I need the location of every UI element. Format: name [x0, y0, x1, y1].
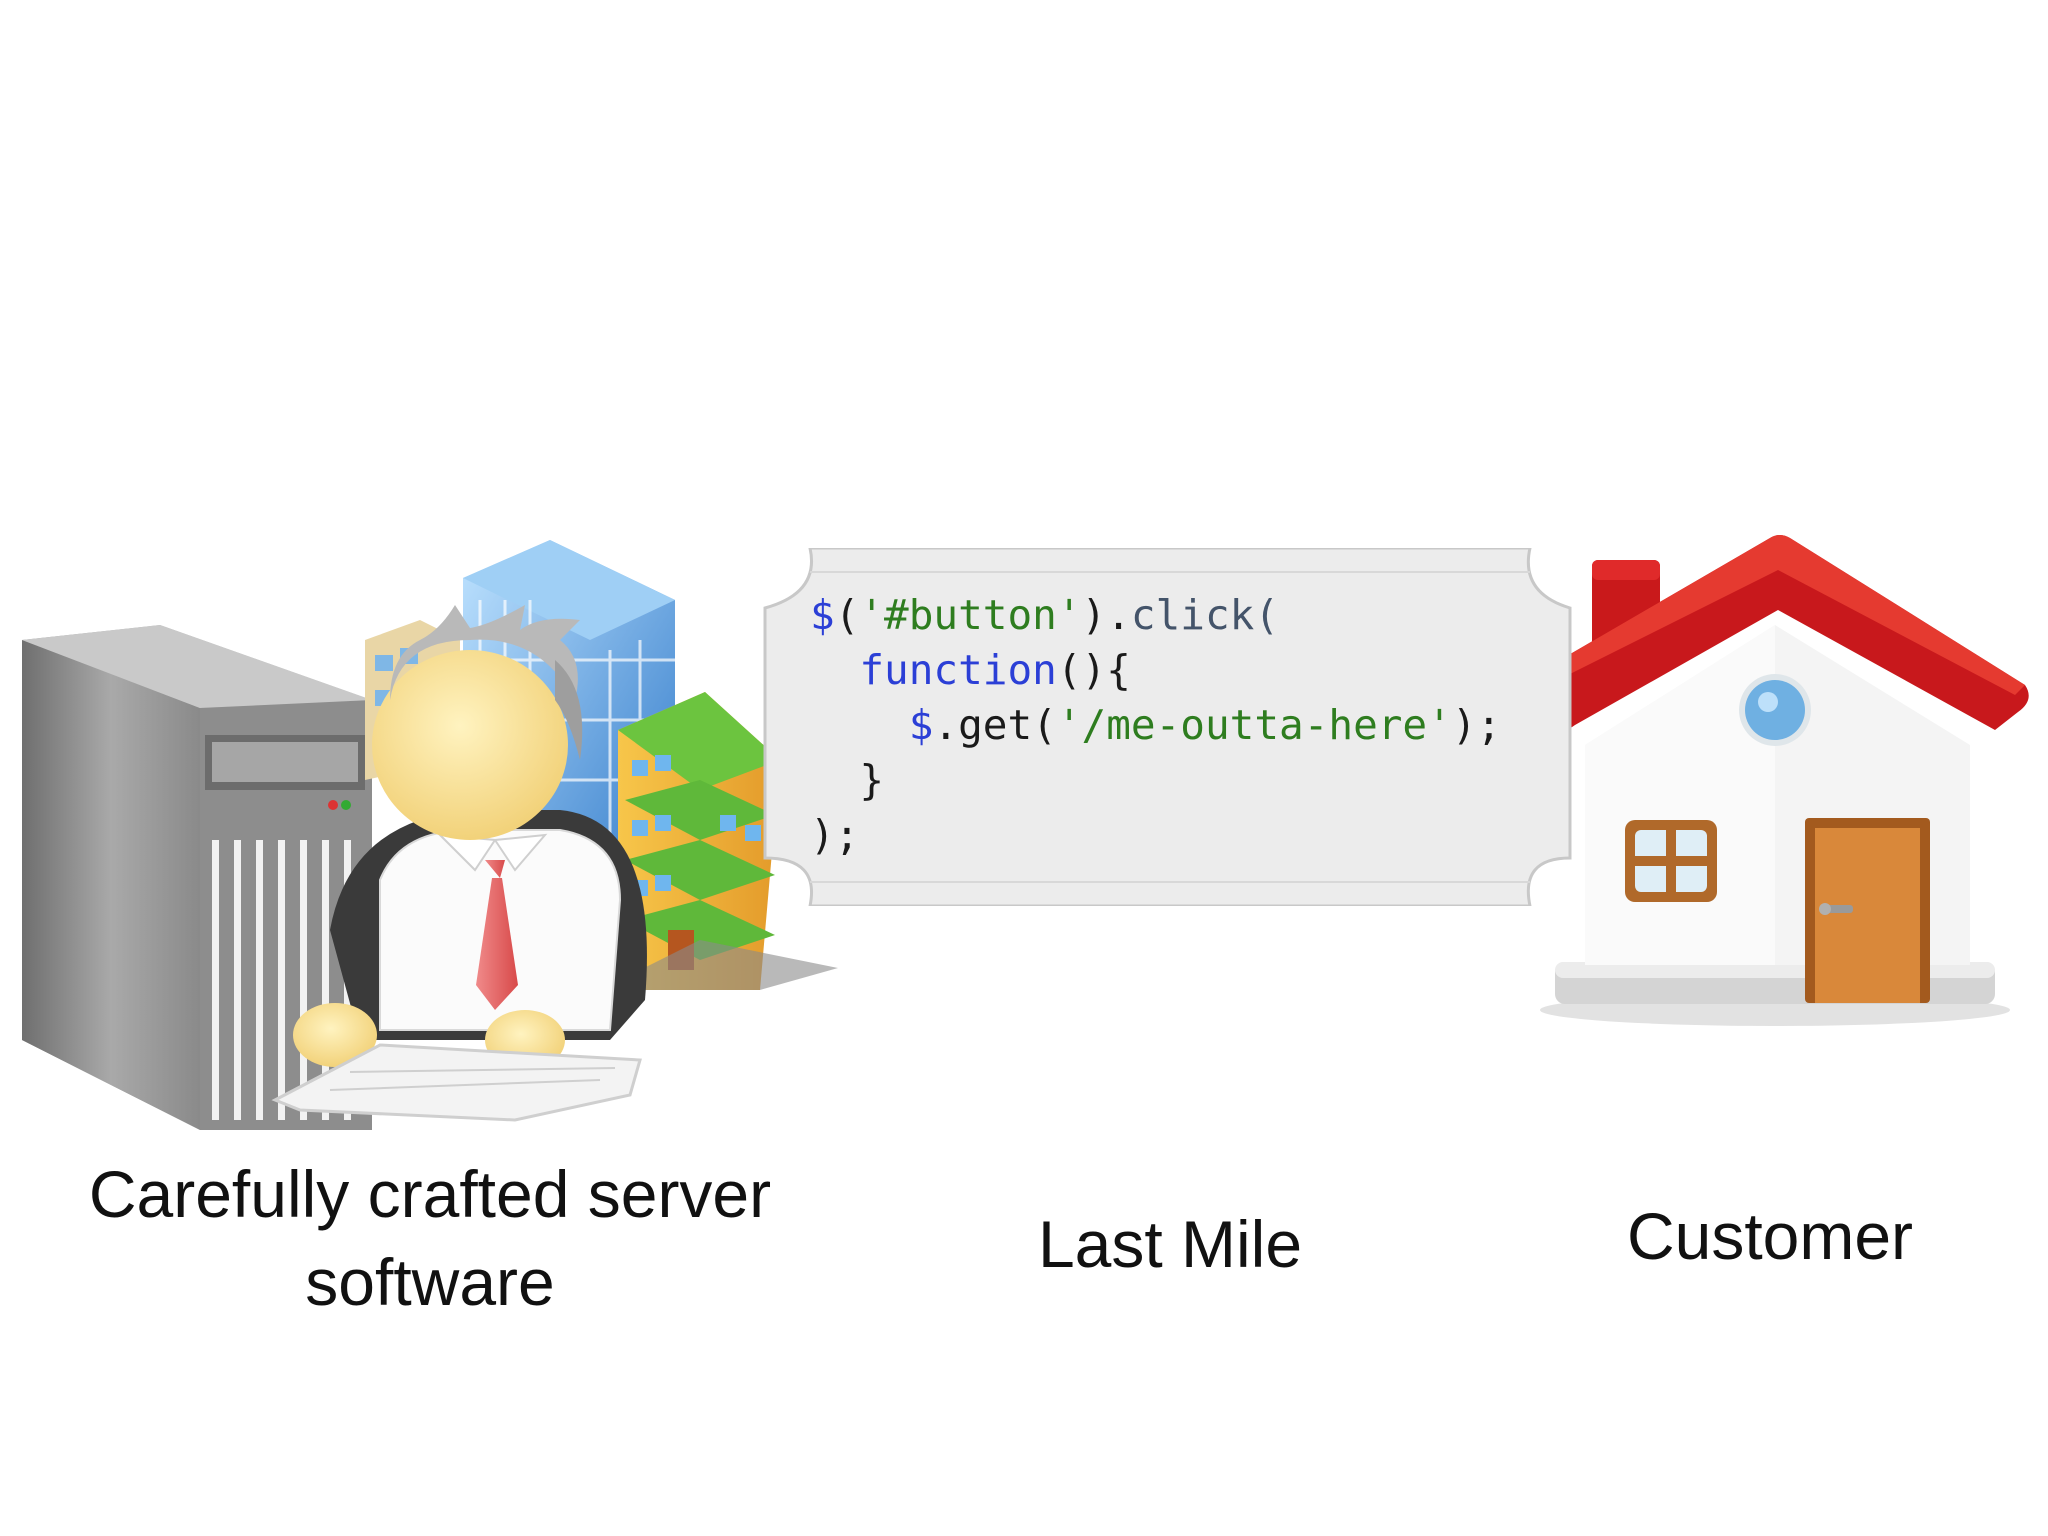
code-line: );	[810, 808, 1501, 863]
code-token: $	[810, 591, 835, 639]
code-token: '/me-outta-here'	[1056, 701, 1452, 749]
code-token: click(	[1130, 591, 1280, 639]
server-caption-line-1: Carefully crafted server	[88, 1157, 772, 1231]
code-token: function	[859, 646, 1057, 694]
code-token: );	[810, 811, 860, 859]
code-token: (	[834, 591, 860, 639]
code-token: '#button'	[859, 591, 1082, 639]
code-line: function(){	[810, 643, 1501, 698]
customer-caption: Customer	[1626, 1199, 1914, 1273]
code-token: (){	[1056, 646, 1131, 694]
code-token: }	[810, 756, 885, 804]
code-token: $	[908, 701, 934, 749]
code-token: ).	[1081, 591, 1131, 639]
code-token	[810, 646, 859, 694]
server-caption: Carefully crafted server software	[30, 1150, 830, 1326]
server-caption-line-2: software	[305, 1245, 555, 1319]
code-token	[810, 701, 909, 749]
last-mile-caption: Last Mile	[1037, 1207, 1303, 1281]
code-line: }	[810, 753, 1501, 808]
code-line: $('#button').click(	[810, 588, 1501, 643]
code-snippet-panel: $('#button').click( function(){ $.get('/…	[760, 548, 1580, 906]
code-line: $.get('/me-outta-here');	[810, 698, 1501, 753]
code-block: $('#button').click( function(){ $.get('/…	[810, 588, 1501, 863]
code-token: .get(	[933, 701, 1057, 749]
developer-at-keyboard-icon	[271, 605, 647, 1122]
code-token: );	[1451, 701, 1502, 749]
house-icon	[1540, 535, 2029, 1026]
code-panel-background	[763, 548, 1572, 906]
